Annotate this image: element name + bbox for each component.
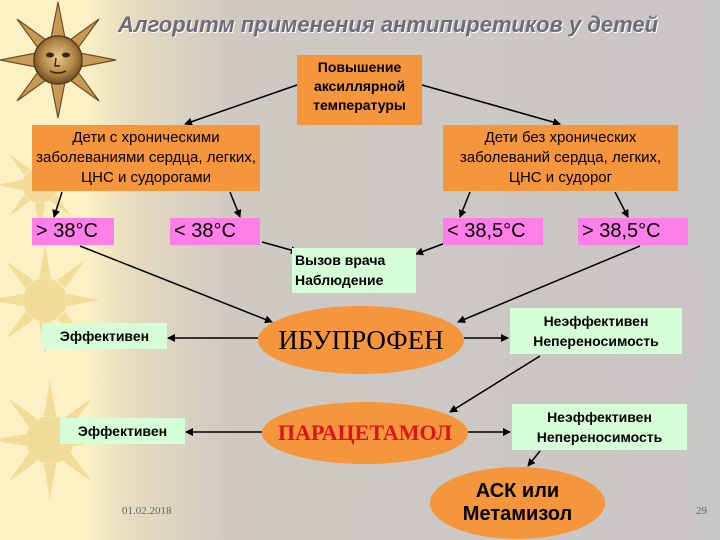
node-temp-above-38: > 38°С: [32, 218, 114, 245]
node-fever: Повышение аксиллярной температуры: [297, 55, 422, 125]
arrow-right-to-gt385: [614, 191, 629, 218]
sun-icon: [0, 1, 117, 119]
arrow-top-to-right: [421, 84, 561, 126]
node-children-without-chronic: Дети без хронических заболеваний сердца,…: [443, 125, 678, 191]
paracetamol-label: ПАРАЦЕТАМОЛ: [278, 420, 452, 445]
arrow-left-to-lt38: [229, 191, 242, 218]
node-ask-metamizole: АСК или Метамизол: [430, 467, 605, 539]
arrow-top-to-left: [184, 84, 298, 126]
arrow-left-to-gt38: [52, 191, 63, 218]
node-call-doctor: Вызов врача Наблюдение: [292, 248, 416, 293]
node-paracetamol: ПАРАЦЕТАМОЛ: [262, 402, 468, 464]
node-temp-above-38-5: > 38,5°С: [578, 218, 688, 245]
node-temp-below-38: < 38°С: [170, 218, 260, 245]
node-effective-ibuprofen: Эффективен: [42, 323, 167, 349]
node-children-with-chronic: Дети с хроническими заболеваниями сердца…: [32, 125, 260, 191]
node-temp-below-38-5: < 38,5°С: [443, 218, 543, 245]
node-effective-paracetamol: Эффективен: [60, 418, 185, 444]
page-title: Алгоритм применения антипиретиков у дете…: [118, 12, 659, 37]
footer-date: 01.02.2018: [122, 505, 172, 517]
arrow-right-to-lt385: [458, 191, 471, 218]
arrow-gt38-to-ibu: [79, 245, 273, 324]
node-ineffective-paracetamol: Неэффективен Непереносимость: [512, 404, 687, 450]
page-number: 29: [696, 505, 707, 517]
ibuprofen-label: ИБУПРОФЕН: [278, 324, 444, 355]
ask-label: АСК или Метамизол: [462, 480, 573, 525]
node-ineffective-ibuprofen: Неэффективен Непереносимость: [510, 308, 682, 354]
arrow-ineffective-to-ask: [527, 450, 541, 467]
node-ibuprofen: ИБУПРОФЕН: [258, 306, 464, 374]
